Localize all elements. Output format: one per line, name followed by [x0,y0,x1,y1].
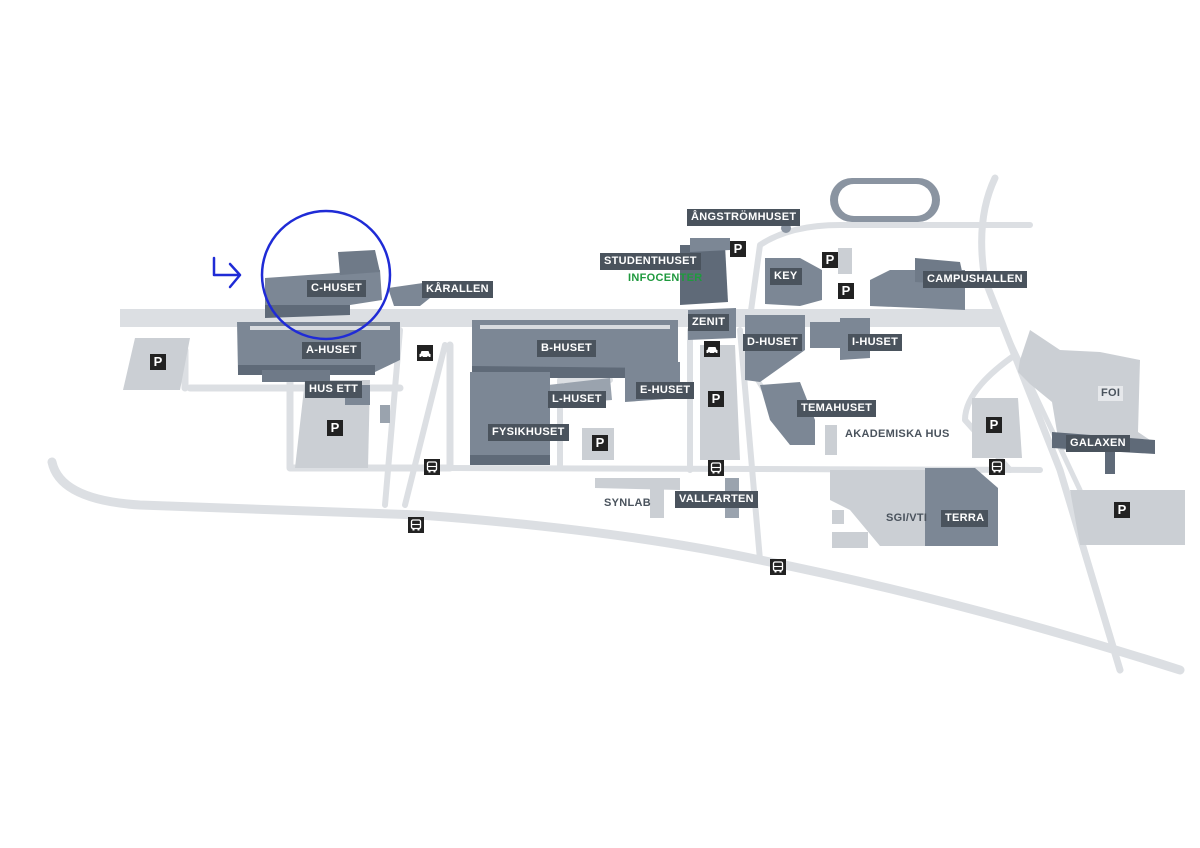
label-l-huset[interactable]: L-HUSET [548,391,606,408]
label-c-huset[interactable]: C-HUSET [307,280,366,297]
road-east-2 [997,317,1083,493]
parking-icon[interactable]: P [986,417,1002,433]
label-galaxen[interactable]: GALAXEN [1066,435,1130,452]
label-angstromhuset[interactable]: ÅNGSTRÖMHUSET [687,209,801,226]
label-temahuset[interactable]: TEMAHUSET [797,400,877,417]
label-fysikhuset[interactable]: FYSIKHUSET [488,424,569,441]
parking-icon[interactable]: P [327,420,343,436]
label-foi[interactable]: FOI [1098,386,1124,401]
arrow-right-icon [212,256,242,289]
bus-stop-icon[interactable] [408,517,424,533]
running-track [830,178,940,222]
label-key[interactable]: KEY [770,268,802,285]
taxi-icon[interactable] [704,341,720,357]
parking-icon[interactable]: P [822,252,838,268]
label-zenit[interactable]: ZENIT [688,314,730,331]
label-terra[interactable]: TERRA [941,510,989,527]
bus-stop-icon[interactable] [989,459,1005,475]
parking-icon[interactable]: P [730,241,746,257]
label-studenthuset[interactable]: STUDENTHUSET [600,253,701,270]
label-b-huset[interactable]: B-HUSET [537,340,596,357]
highlight-circle-icon [260,209,392,341]
road-east-3 [962,352,1018,473]
label-infocenter[interactable]: INFOCENTER [628,272,703,284]
road-north [747,222,1033,321]
label-i-huset[interactable]: I-HUSET [848,334,903,351]
road-south [47,457,1185,675]
bus-stop-icon[interactable] [708,460,724,476]
parking-lots [123,338,1185,545]
parking-icon[interactable]: P [708,391,724,407]
label-d-huset[interactable]: D-HUSET [743,334,802,351]
label-sgi-vti[interactable]: SGI/VTI [886,512,928,524]
bus-stop-icon[interactable] [770,559,786,575]
label-campushallen[interactable]: CAMPUSHALLEN [923,271,1027,288]
label-akademiska-hus[interactable]: AKADEMISKA HUS [845,428,950,440]
road-loop-left [181,341,454,472]
road-center-vertical [687,327,763,563]
parking-icon[interactable]: P [838,283,854,299]
taxi-icon[interactable] [417,345,433,361]
bus-stop-icon[interactable] [424,459,440,475]
label-synlab[interactable]: SYNLAB [604,497,652,509]
label-e-huset[interactable]: E-HUSET [636,382,695,399]
label-karallen[interactable]: KÅRALLEN [422,281,493,298]
parking-icon[interactable]: P [592,435,608,451]
label-vallfarten[interactable]: VALLFARTEN [675,491,758,508]
label-hus-ett[interactable]: HUS ETT [305,381,363,398]
label-a-huset[interactable]: A-HUSET [302,342,361,359]
parking-icon[interactable]: P [150,354,166,370]
parking-icon[interactable]: P [1114,502,1130,518]
